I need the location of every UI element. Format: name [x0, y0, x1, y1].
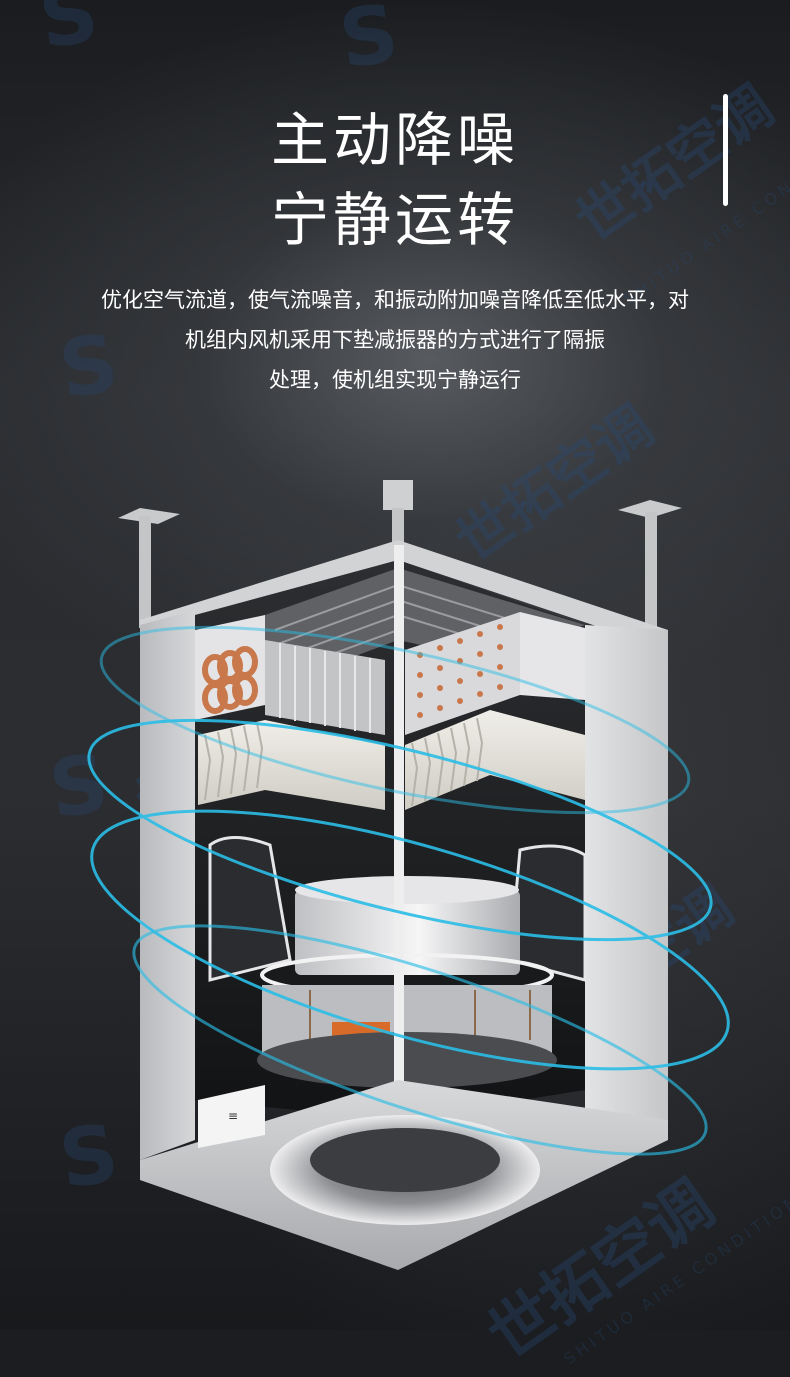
product-illustration: ≡	[0, 470, 790, 1330]
perforated-panel	[405, 612, 585, 735]
headline-line-1: 主动降噪	[270, 106, 519, 174]
headline: 主动降噪 宁静运转	[0, 100, 790, 260]
headline-line-2: 宁静运转	[270, 186, 519, 254]
copper-coil	[195, 615, 385, 735]
hanging-brackets	[118, 480, 682, 630]
air-handler-cutaway-icon: ≡	[87, 480, 730, 1270]
description-line-3: 处理，使机组实现宁静运行	[269, 368, 521, 392]
description: 优化空气流道，使气流噪音，和振动附加噪音降低至低水平，对 机组内风机采用下垫减振…	[30, 280, 760, 400]
pleated-filter	[198, 710, 585, 810]
description-line-2: 机组内风机采用下垫减振器的方式进行了隔振	[185, 328, 605, 352]
airflow-rings	[87, 625, 730, 1156]
label-plate	[198, 1085, 265, 1148]
decorative-vertical-bar	[723, 94, 728, 206]
description-line-1: 优化空气流道，使气流噪音，和振动附加噪音降低至低水平，对	[101, 288, 689, 312]
svg-text:≡: ≡	[228, 1109, 238, 1123]
